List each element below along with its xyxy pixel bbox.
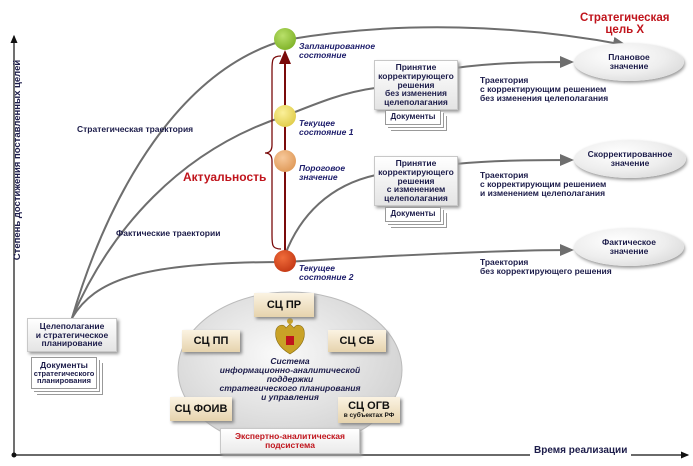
sc-ogv-box: СЦ ОГВ в субъектах РФ (338, 397, 400, 423)
documents-box-1: Документы (385, 110, 441, 125)
current-state-1-marker (274, 105, 296, 127)
threshold-value-marker (274, 150, 296, 172)
y-axis-label: Степень достижения поставленных целей (12, 59, 24, 261)
corrected-trajectory-line-1 (454, 56, 574, 69)
documents-box-2: Документы (385, 207, 441, 222)
coat-of-arms-icon (275, 318, 305, 355)
current-state-2-marker (274, 250, 296, 272)
goal-title: Стратегическая цель X (580, 12, 670, 37)
sc-foiv-box: СЦ ФОИВ (170, 397, 232, 421)
sc-sb-box: СЦ СБ (328, 330, 386, 352)
axis-origin (11, 452, 17, 458)
relevance-label: Актуальность (183, 170, 267, 184)
relevance-brace (264, 55, 282, 250)
corrected-trajectory-line-2 (284, 174, 377, 256)
sc-pp-box: СЦ ПП (182, 330, 240, 352)
actual-trajectory-line-1 (71, 87, 376, 319)
corrected-trajectory-line-2b (454, 154, 574, 167)
strategic-trajectory-label: Стратегическая траектория (77, 124, 194, 134)
planned-state-marker (274, 28, 296, 50)
x-axis-label: Время реализации (530, 445, 632, 457)
sc-pr-box: СЦ ПР (254, 293, 314, 317)
actual-trajectories-label: Фактические траектории (116, 228, 221, 238)
